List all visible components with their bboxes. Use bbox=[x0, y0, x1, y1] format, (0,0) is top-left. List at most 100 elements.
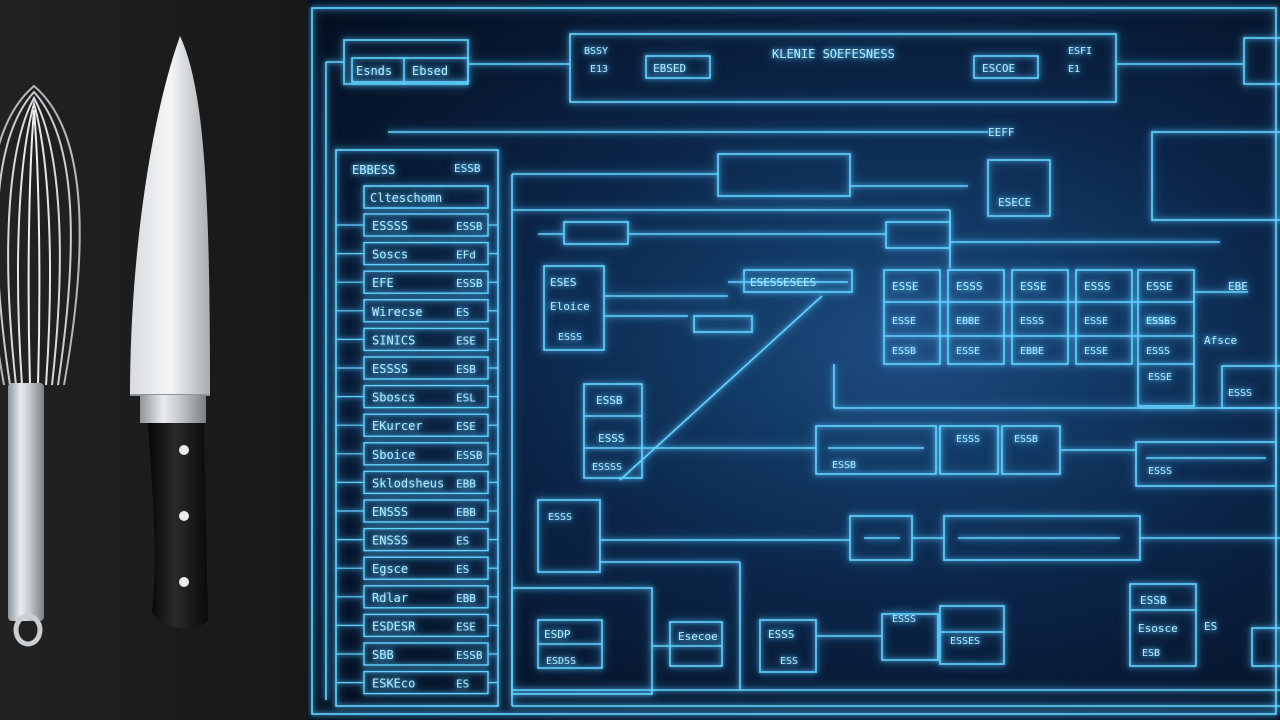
bottom-label-b: ESDSS bbox=[546, 656, 576, 667]
bottom-label-f: ESSS bbox=[892, 614, 916, 625]
list-item-name: Rdlar bbox=[372, 591, 408, 605]
grid-cell: ESSE bbox=[956, 346, 980, 357]
chef-knife-icon bbox=[130, 36, 210, 629]
list-item-code: ESSB bbox=[456, 449, 483, 462]
list-item: SINICS ESE bbox=[336, 327, 498, 352]
bottom-label-h: ESSB bbox=[1140, 594, 1167, 607]
list-item-code: EBB bbox=[456, 592, 476, 605]
list-item-name: SINICS bbox=[372, 333, 415, 347]
list-item: Egsce ES bbox=[336, 556, 498, 580]
right-top-box-label: ESECE bbox=[998, 196, 1031, 209]
list-item-name: ENSSS bbox=[372, 505, 408, 519]
bottom-label-e: ESS bbox=[780, 656, 798, 667]
bottom-label-k: ES bbox=[1204, 620, 1217, 633]
grid-header: ESSS bbox=[956, 280, 983, 293]
wire-label: ESESSESEES bbox=[750, 276, 816, 289]
bottom-label-g: ESSES bbox=[950, 636, 980, 647]
title-box bbox=[569, 33, 1117, 103]
list-item: Sboice ESSB bbox=[336, 442, 498, 466]
mid-block-label-a: ESES bbox=[550, 276, 577, 289]
list-item: Soscs EFd bbox=[336, 241, 498, 266]
top-box-right-label: ESCOE bbox=[982, 62, 1015, 75]
top-left-label-b: Ebsed bbox=[412, 64, 448, 78]
line-tag: EEFF bbox=[988, 126, 1015, 139]
list-item-code: ES bbox=[456, 563, 469, 576]
grid-header: ESSE bbox=[1146, 280, 1173, 293]
col-block-label-b: ESSS bbox=[598, 432, 625, 445]
grid-cell: ESSE bbox=[1084, 346, 1108, 357]
bottom-label-a: ESDP bbox=[544, 628, 571, 641]
grid-table bbox=[883, 269, 1195, 407]
list-item-name: ESSSS bbox=[372, 219, 408, 233]
list-item-code: EBB bbox=[456, 506, 476, 519]
list-item-name: Sklodsheus bbox=[372, 476, 444, 490]
list-item-name: Soscs bbox=[372, 248, 408, 262]
list-item-name: Wirecse bbox=[372, 305, 423, 319]
top-tag-a: BSSY bbox=[584, 46, 608, 57]
side-tag-b: Afsce bbox=[1204, 334, 1237, 347]
blueprint-frame bbox=[311, 7, 1277, 715]
list-item-code: ESE bbox=[456, 334, 476, 347]
list-item-name: ESDESR bbox=[372, 619, 416, 633]
grid-cell: ESSB bbox=[892, 346, 916, 357]
grid-cell: ESSE bbox=[1084, 316, 1108, 327]
list-item: Rdlar EBB bbox=[336, 585, 498, 609]
bar-label-a: ESSB bbox=[832, 460, 856, 471]
list-item: Sklodsheus EBB bbox=[336, 470, 498, 495]
bottom-label-c: Esecoe bbox=[678, 630, 718, 643]
list-item-name: Sboscs bbox=[372, 391, 415, 405]
list-item-code: ESSB bbox=[456, 220, 483, 233]
list-item-code: ESE bbox=[456, 620, 476, 633]
list-item-name: Egsce bbox=[372, 562, 408, 576]
list-header-b: ESSB bbox=[454, 162, 481, 175]
list-item-code: ESL bbox=[456, 392, 476, 405]
top-left-label-a: Esnds bbox=[356, 64, 392, 78]
list-item-code: ES bbox=[456, 678, 469, 691]
list-item-code: ES bbox=[456, 306, 469, 319]
tools-illustration bbox=[0, 36, 210, 647]
list-item-code: ESSB bbox=[456, 649, 483, 662]
grid-cell: ESSE bbox=[892, 316, 916, 327]
grid-cell: EBBE bbox=[956, 316, 980, 327]
list-item: ENSSS EBB bbox=[336, 499, 498, 523]
list-item-code: ESE bbox=[456, 420, 476, 433]
blueprint-background bbox=[308, 0, 1280, 720]
grid-cell: EBBE bbox=[1020, 346, 1044, 357]
top-tag-b: E13 bbox=[590, 64, 608, 75]
diagram-title: KLENIE SOEFESNESS bbox=[772, 47, 895, 61]
list-item-name: EFE bbox=[372, 276, 394, 290]
side-tag-c: ESSS bbox=[1228, 388, 1252, 399]
side-tag-d: ESSES bbox=[1146, 316, 1176, 327]
mid-left-block bbox=[543, 265, 605, 351]
grid-cell: ESSS bbox=[1146, 316, 1170, 327]
list-item-code: EFd bbox=[456, 249, 476, 262]
list-top-item: Clteschomn bbox=[370, 191, 442, 205]
col-block-label-c: ESSSS bbox=[592, 462, 622, 473]
list-item: Sboscs ESL bbox=[336, 384, 498, 409]
grid-header: ESSS bbox=[1084, 280, 1111, 293]
bottom-label-j: ESB bbox=[1142, 648, 1160, 659]
side-tag-e: ESSE bbox=[1148, 372, 1172, 383]
bar-label-b: ESSS bbox=[956, 434, 980, 445]
col-block-label-a: ESSB bbox=[596, 394, 623, 407]
list-item-name: Sboice bbox=[372, 448, 415, 462]
list-header-a: EBBESS bbox=[352, 163, 395, 177]
list-item-code: ESB bbox=[456, 363, 476, 376]
top-tag-d: E1 bbox=[1068, 64, 1080, 75]
list-item-name: SBB bbox=[372, 648, 394, 662]
list-item: Wirecse ES bbox=[336, 299, 498, 323]
bottom-label-i: Esosce bbox=[1138, 622, 1178, 635]
list-item-code: EBB bbox=[456, 477, 476, 490]
list-panel bbox=[335, 149, 499, 707]
list-item-name: ENSSS bbox=[372, 534, 408, 548]
top-tag-c: ESFI bbox=[1068, 46, 1092, 57]
mid-top-box bbox=[717, 153, 851, 197]
mid-block-label-c: ESSS bbox=[558, 332, 582, 343]
blueprint-diagram: ESSSSESSBSoscsEFdEFEESSBWirecseESSINICSE… bbox=[311, 7, 1280, 715]
kitchen-tools-panel bbox=[0, 0, 308, 720]
